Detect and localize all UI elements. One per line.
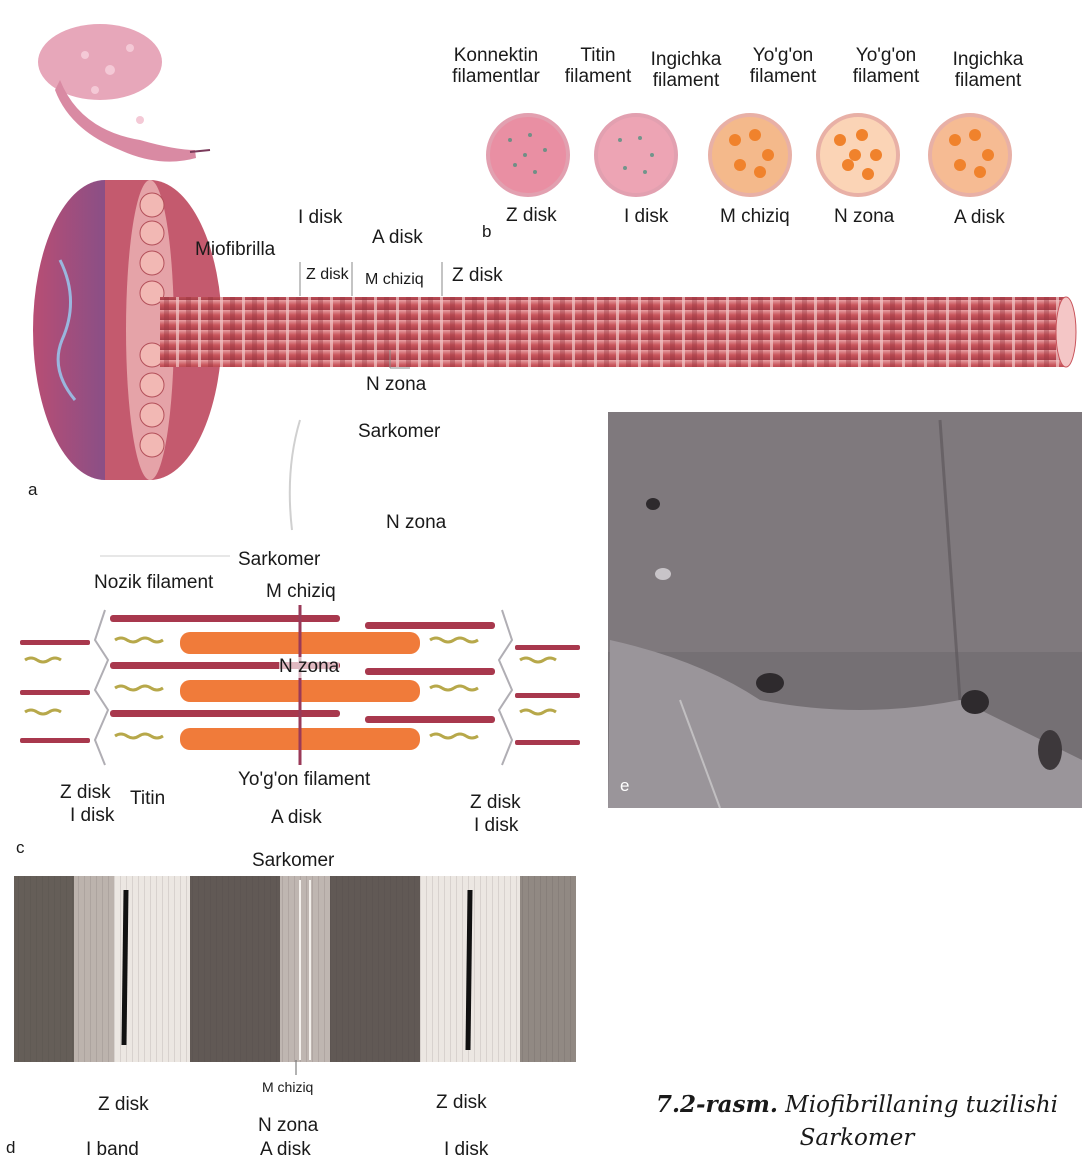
label-m-chiziq: M chiziq	[365, 271, 424, 289]
label-d-a-disk: A disk	[260, 1140, 311, 1161]
label-c-titin: Titin	[130, 789, 165, 810]
label-b-i-disk: I disk	[624, 207, 668, 228]
label-d-i-disk: I disk	[444, 1140, 488, 1161]
caption-line-2: Sarkomer	[630, 1122, 1084, 1155]
label-sarkomer: Sarkomer	[358, 422, 440, 443]
cross-section-circles	[488, 115, 1010, 195]
label-d-z-disk-right: Z disk	[436, 1093, 487, 1114]
label-c-z-disk-left: Z disk	[60, 783, 111, 804]
label-miofibrilla: Miofibrilla	[195, 240, 275, 261]
panel-letter-d: d	[6, 1138, 15, 1158]
caption-title: Miofibrillaning tuzilishi	[778, 1092, 1058, 1118]
panel-letter-b: b	[482, 222, 491, 242]
label-c-a-disk: A disk	[271, 808, 322, 829]
micrograph-d	[14, 876, 576, 1075]
panel-letter-e: e	[620, 776, 629, 796]
label-c-i-disk-right: I disk	[474, 816, 518, 837]
label-c-nozik-filament: Nozik filament	[94, 573, 213, 594]
panel-letter-c: c	[16, 838, 25, 858]
caption-number: 7.2-rasm.	[656, 1091, 778, 1118]
label-c-z-disk-right: Z disk	[470, 793, 521, 814]
label-d-i-band: I band	[86, 1140, 139, 1161]
label-d-sarkomer: Sarkomer	[252, 851, 334, 872]
label-b-z-disk: Z disk	[506, 206, 557, 227]
label-d-n-zona: N zona	[258, 1116, 318, 1137]
label-d-m-chiziq: M chiziq	[262, 1080, 313, 1095]
label-n-zona: N zona	[366, 375, 426, 396]
caption-line-1: 7.2-rasm. Miofibrillaning tuzilishi	[630, 1088, 1084, 1122]
label-c-i-disk-left: I disk	[70, 806, 114, 827]
label-a-disk: A disk	[372, 228, 423, 249]
label-c-yogon-filament: Yo'g'on filament	[238, 770, 370, 791]
figure-caption: 7.2-rasm. Miofibrillaning tuzilishi Sark…	[630, 1088, 1084, 1156]
label-c-n-zona-mid: N zona	[279, 657, 339, 678]
panel-letter-a: a	[28, 480, 37, 500]
label-z-disk-left: Z disk	[306, 266, 349, 284]
label-c-sarkomer: Sarkomer	[238, 550, 320, 571]
label-b-m-chiziq: M chiziq	[720, 207, 790, 228]
label-d-z-disk-left: Z disk	[98, 1095, 149, 1116]
muscle-sketch	[38, 24, 210, 162]
label-i-disk: I disk	[298, 208, 342, 229]
label-z-disk-right: Z disk	[452, 266, 503, 287]
micrograph-e	[608, 412, 1082, 808]
label-c-n-zona-top: N zona	[386, 513, 446, 534]
label-b-n-zona: N zona	[834, 207, 894, 228]
label-c-m-chiziq: M chiziq	[266, 582, 336, 603]
label-b-a-disk: A disk	[954, 208, 1005, 229]
